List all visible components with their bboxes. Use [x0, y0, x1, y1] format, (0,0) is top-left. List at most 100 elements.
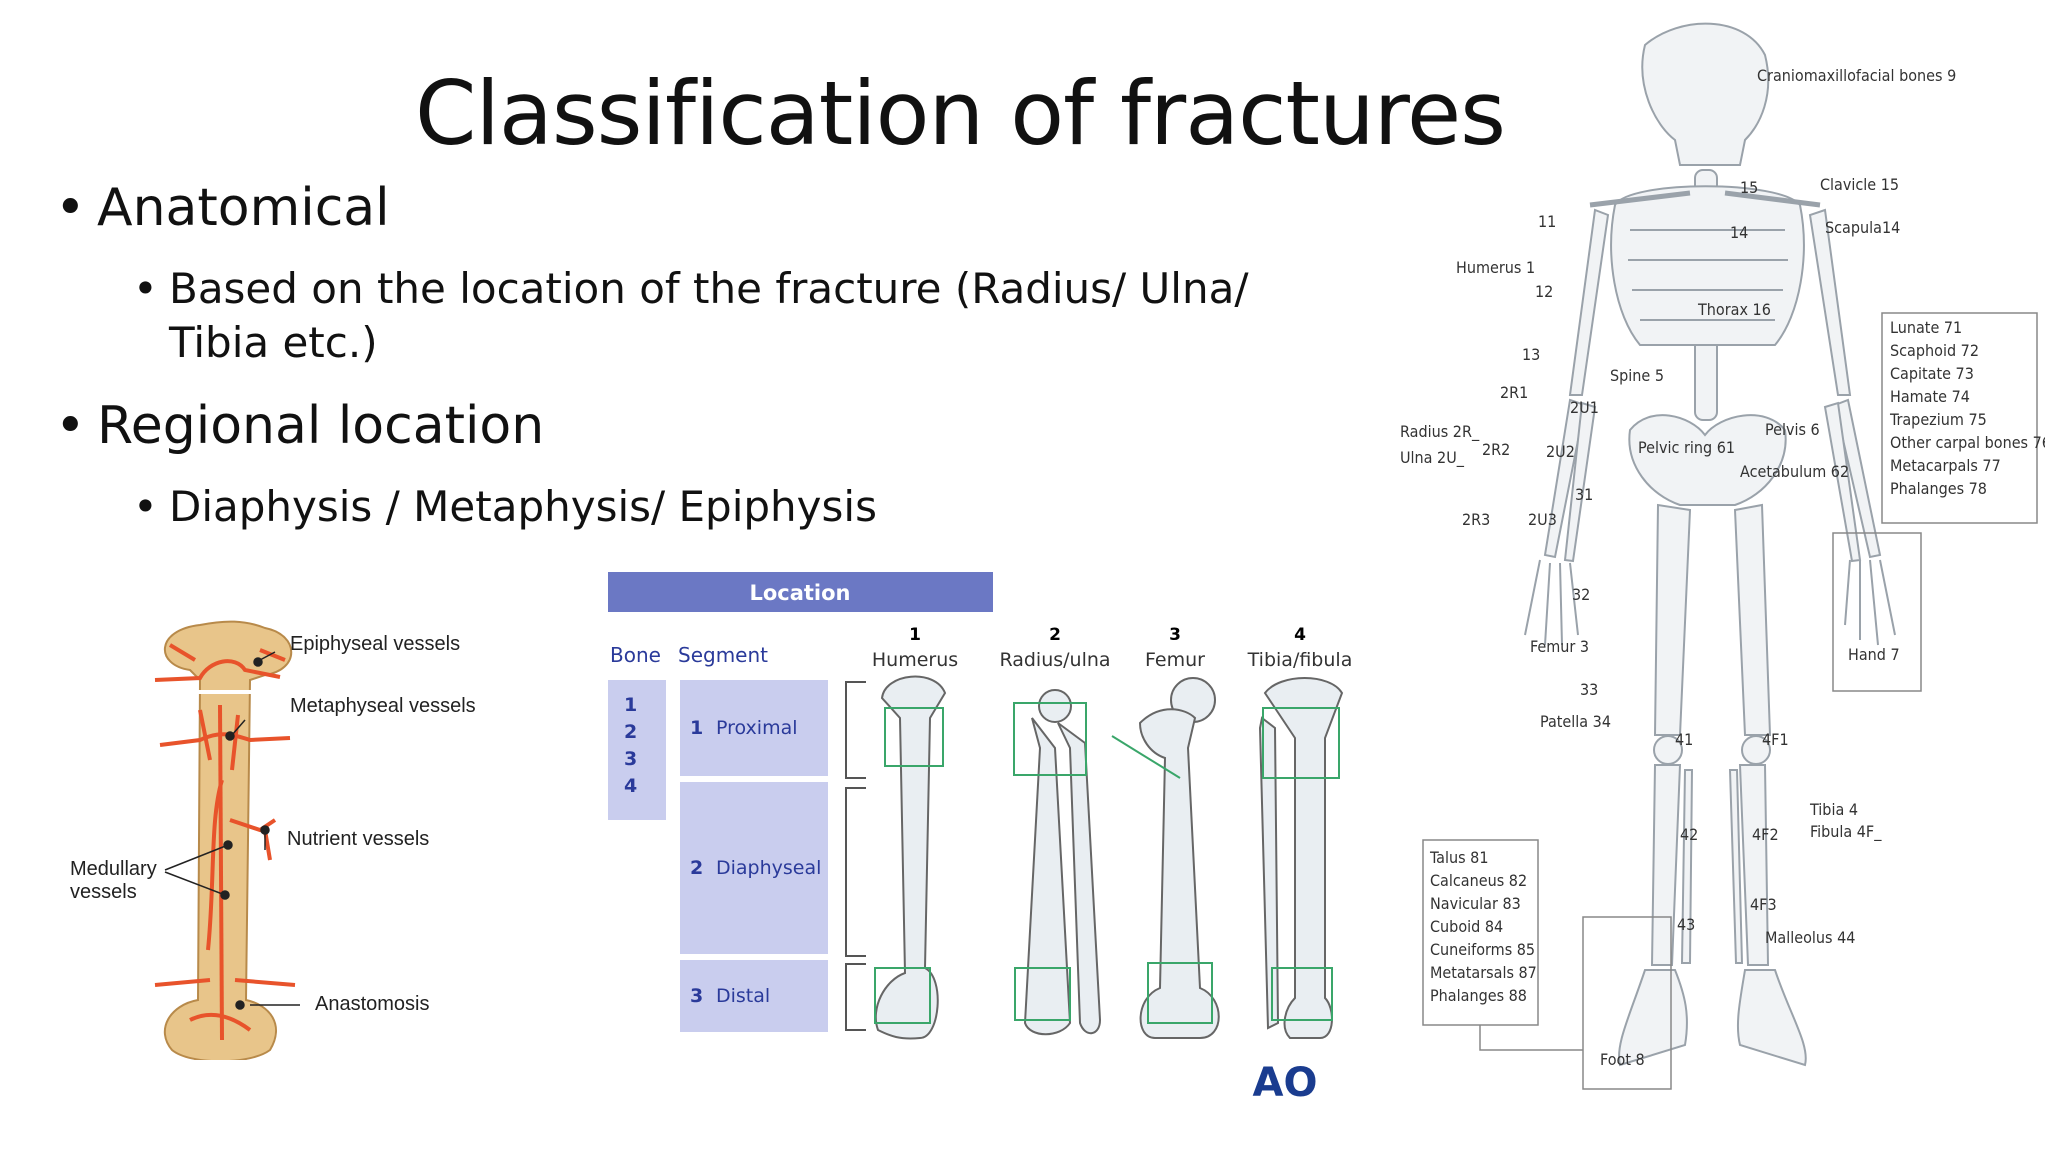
label-metaphyseal-vessels: Metaphyseal vessels — [290, 695, 476, 717]
segment-column-label: Segment — [678, 643, 768, 667]
segment-number: 3 — [690, 985, 703, 1007]
foot-list-item: Navicular 83 — [1430, 894, 1521, 913]
code-11: 11 — [1538, 212, 1556, 231]
label-epiphyseal-vessels: Epiphyseal vessels — [290, 633, 460, 655]
label-spine: Spine 5 — [1610, 366, 1664, 385]
hand-list-item: Trapezium 75 — [1889, 410, 1987, 429]
label-leaders — [164, 651, 300, 1010]
label-anastomosis: Anastomosis — [315, 993, 430, 1015]
foot-list-item: Phalanges 88 — [1430, 986, 1527, 1005]
foot-list-item: Cuneiforms 85 — [1430, 940, 1535, 959]
segment-number: 2 — [690, 857, 703, 879]
location-header-bar — [608, 572, 993, 612]
hand-region-box — [1832, 532, 1922, 692]
femur-distal-box — [1147, 962, 1213, 1024]
bullet-regional: • Regional location — [55, 396, 1355, 456]
bone-vessel-diagram: Epiphyseal vessels Metaphyseal vessels N… — [70, 620, 476, 1060]
segment-panel-diaphyseal — [680, 782, 828, 954]
code-32: 32 — [1572, 585, 1590, 604]
vessel-network — [154, 643, 296, 1041]
code-4f1: 4F1 — [1762, 730, 1789, 749]
code-2r1: 2R1 — [1500, 383, 1528, 402]
foot-list-item: Metatarsals 87 — [1430, 963, 1537, 982]
segment-name: Diaphyseal — [716, 857, 821, 879]
code-33: 33 — [1580, 680, 1598, 699]
foot-list: Talus 81 Calcaneus 82 Navicular 83 Cuboi… — [1429, 848, 1537, 1005]
sub-bullet-regional: • Diaphysis / Metaphysis/ Epiphysis — [133, 480, 1355, 534]
label-patella: Patella 34 — [1540, 712, 1611, 731]
skeleton-drawing — [1524, 22, 1896, 1067]
tibia-fibula-proximal-box — [1262, 707, 1340, 779]
bone-number-header: 1 — [909, 625, 921, 645]
label-thorax: Thorax 16 — [1697, 300, 1771, 319]
label-cranio: Craniomaxillofacial bones 9 — [1757, 66, 1956, 85]
label-medullary-2: vessels — [70, 881, 137, 903]
bullet-dot: • — [133, 482, 158, 531]
foot-list-box — [1422, 839, 1539, 1026]
label-nutrient-vessels: Nutrient vessels — [287, 828, 429, 850]
bone-name-header: Radius/ulna — [999, 649, 1110, 671]
bone-number: 3 — [624, 748, 637, 770]
segment-name: Proximal — [716, 717, 798, 739]
bone-name-header: Humerus — [872, 649, 958, 671]
sub-bullet-anatomical: • Based on the location of the fracture … — [133, 262, 1355, 370]
bone-number: 2 — [624, 721, 637, 743]
tibia-fibula-distal-box — [1271, 967, 1333, 1021]
segment-panel-proximal — [680, 680, 828, 776]
label-medullary-1: Medullary — [70, 858, 157, 880]
foot-list-item: Cuboid 84 — [1430, 917, 1503, 936]
bone-name-header: Femur — [1145, 649, 1205, 671]
hand-list-box — [1881, 312, 2038, 524]
hand-list-item: Other carpal bones 76 — [1890, 433, 2045, 452]
label-femur: Femur 3 — [1530, 637, 1589, 656]
location-header: Location — [749, 581, 850, 605]
label-humerus: Humerus 1 — [1456, 258, 1535, 277]
code-31: 31 — [1575, 485, 1593, 504]
radius-ulna-drawing — [1023, 689, 1102, 1036]
hand-list-item: Metacarpals 77 — [1890, 456, 2001, 475]
slide-title: Classification of fractures — [415, 62, 1506, 165]
hand-list-item: Lunate 71 — [1890, 318, 1962, 337]
label-foot: Foot 8 — [1600, 1050, 1645, 1069]
code-4f2: 4F2 — [1752, 825, 1779, 844]
segment-number: 1 — [690, 717, 703, 739]
bone-column-label: Bone — [610, 643, 661, 667]
skeleton-diagram: Lunate 71 Scaphoid 72 Capitate 73 Hamate… — [1400, 22, 2045, 1090]
label-tibia: Tibia 4 — [1809, 800, 1858, 819]
femur-drawing — [1138, 677, 1220, 1039]
code-2u1: 2U1 — [1570, 398, 1599, 417]
foot-list-item: Talus 81 — [1429, 848, 1488, 867]
code-12: 12 — [1535, 282, 1553, 301]
code-14: 14 — [1730, 223, 1748, 242]
humerus-drawing — [874, 675, 947, 1040]
bullet-text: Regional location — [97, 396, 545, 456]
code-2u2: 2U2 — [1546, 442, 1575, 461]
bone-name-header: Tibia/fibula — [1247, 649, 1353, 671]
bone-number: 1 — [624, 694, 637, 716]
label-fibula: Fibula 4F_ — [1810, 822, 1882, 842]
foot-region-box — [1582, 916, 1672, 1090]
bone-number-header: 4 — [1294, 625, 1306, 645]
sub-bullet-text: Based on the location of the fracture (R… — [169, 264, 1249, 367]
bullet-text: Anatomical — [97, 178, 390, 238]
code-2r3: 2R3 — [1462, 510, 1490, 529]
humerus-proximal-box — [884, 707, 944, 767]
hand-list-item: Scaphoid 72 — [1890, 341, 1979, 360]
label-pelvic-ring: Pelvic ring 61 — [1638, 438, 1735, 457]
bone-number-header: 2 — [1049, 625, 1061, 645]
hand-list-item: Phalanges 78 — [1890, 479, 1987, 498]
label-acetabulum: Acetabulum 62 — [1740, 462, 1849, 481]
segment-brackets — [845, 681, 866, 1031]
code-2u3: 2U3 — [1528, 510, 1557, 529]
code-15: 15 — [1740, 178, 1758, 197]
bullet-dot: • — [55, 396, 86, 456]
tibia-fibula-drawing — [1258, 677, 1344, 1039]
segment-name: Distal — [716, 985, 770, 1007]
humerus-distal-box — [874, 967, 931, 1024]
sub-bullet-text: Diaphysis / Metaphysis/ Epiphysis — [169, 482, 877, 531]
ao-logo: AO — [1253, 1060, 1318, 1106]
bone-number-header: 3 — [1169, 625, 1181, 645]
code-13: 13 — [1522, 345, 1540, 364]
code-42: 42 — [1680, 825, 1698, 844]
label-malleolus: Malleolus 44 — [1765, 928, 1855, 947]
